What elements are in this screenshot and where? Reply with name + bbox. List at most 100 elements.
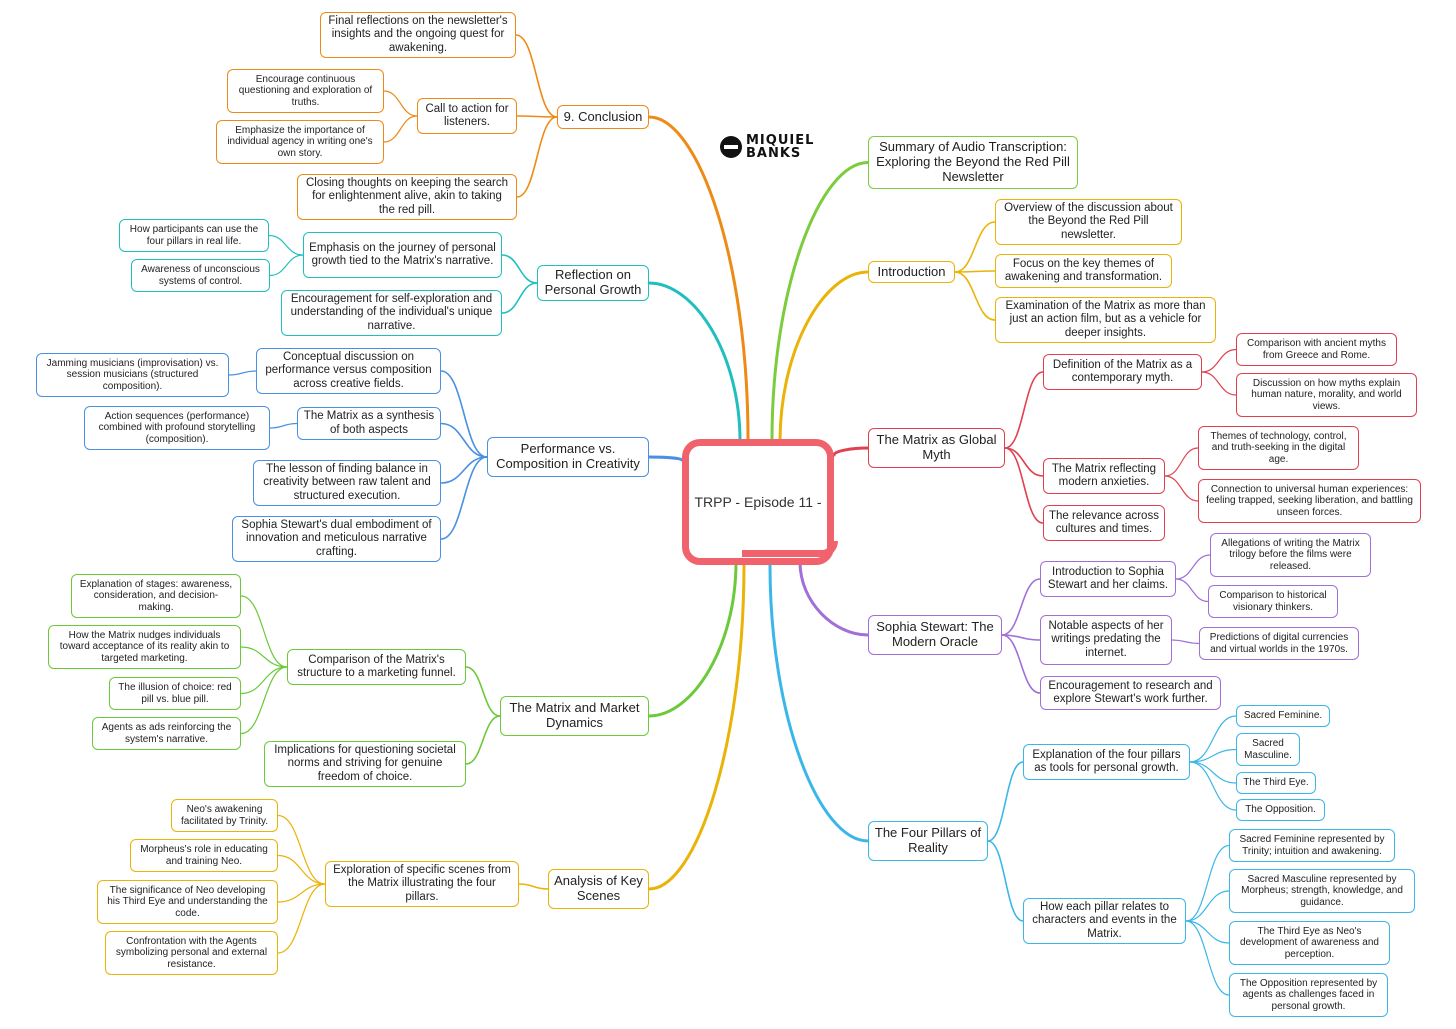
- connector-line: [1004, 371, 1044, 449]
- topic-label: Comparison to historical visionary think…: [1219, 590, 1327, 613]
- topic-allegations-of-writing-the-matrix-trilog[interactable]: Allegations of writing the Matrix trilog…: [1210, 533, 1371, 577]
- topic-label: Comparison of the Matrix's structure to …: [297, 653, 456, 679]
- connector-line: [954, 221, 996, 273]
- connector-line: [987, 840, 1024, 922]
- topic-conceptual-discussion-on-performance-ver[interactable]: Conceptual discussion on performance ver…: [256, 348, 441, 394]
- branch-the-four-pillars-of-reality[interactable]: The Four Pillars of Reality: [868, 821, 988, 861]
- branch-summary-of-audio-transcription-exploring[interactable]: Summary of Audio Transcription: Explorin…: [868, 136, 1078, 189]
- topic-encouragement-for-self-exploration-and-u[interactable]: Encouragement for self-exploration and u…: [281, 290, 502, 336]
- root-topic-label: TRPP - Episode 11 -: [694, 494, 822, 510]
- topic-action-sequences-performance-combined-wi[interactable]: Action sequences (performance) combined …: [84, 406, 270, 450]
- topic-encourage-continuous-questioning-and-exp[interactable]: Encourage continuous questioning and exp…: [227, 69, 384, 113]
- topic-jamming-musicians-improvisation-vs-sessi[interactable]: Jamming musicians (improvisation) vs. se…: [36, 353, 229, 397]
- topic-label: Closing thoughts on keeping the search f…: [305, 177, 509, 216]
- topic-call-to-action-for-listeners[interactable]: Call to action for listeners.: [417, 98, 517, 134]
- branch-introduction[interactable]: Introduction: [868, 261, 955, 283]
- topic-encouragement-to-research-and-explore-st[interactable]: Encouragement to research and explore St…: [1040, 676, 1221, 710]
- topic-neo-s-awakening-facilitated-by-trinity[interactable]: Neo's awakening facilitated by Trinity.: [171, 799, 278, 832]
- topic-label: Predictions of digital currencies and vi…: [1209, 632, 1349, 655]
- topic-label: Notable aspects of her writings predatin…: [1048, 620, 1164, 659]
- topic-explanation-of-the-four-pillars-as-tools[interactable]: Explanation of the four pillars as tools…: [1023, 744, 1190, 780]
- topic-themes-of-technology-control-and-truth-s[interactable]: Themes of technology, control, and truth…: [1198, 426, 1359, 470]
- branch-9-conclusion[interactable]: 9. Conclusion: [557, 105, 649, 129]
- topic-final-reflections-on-the-newsletter-s-in[interactable]: Final reflections on the newsletter's in…: [320, 12, 516, 58]
- brand-logo-icon: [720, 136, 742, 158]
- topic-focus-on-the-key-themes-of-awakening-and[interactable]: Focus on the key themes of awakening and…: [995, 254, 1172, 288]
- topic-notable-aspects-of-her-writings-predatin[interactable]: Notable aspects of her writings predatin…: [1040, 615, 1172, 665]
- topic-label: Encouragement for self-exploration and u…: [290, 293, 493, 332]
- topic-the-matrix-as-a-synthesis-of-both-aspect[interactable]: The Matrix as a synthesis of both aspect…: [297, 407, 441, 440]
- topic-comparison-with-ancient-myths-from-greec[interactable]: Comparison with ancient myths from Greec…: [1236, 333, 1397, 366]
- topic-label: The Opposition represented by agents as …: [1239, 977, 1378, 1012]
- connector-line: [440, 456, 488, 484]
- topic-discussion-on-how-myths-explain-human-na[interactable]: Discussion on how myths explain human na…: [1236, 373, 1417, 417]
- topic-sacred-feminine-represented-by-trinity-i[interactable]: Sacred Feminine represented by Trinity; …: [1229, 829, 1395, 862]
- topic-exploration-of-specific-scenes-from-the-[interactable]: Exploration of specific scenes from the …: [325, 861, 519, 907]
- topic-explanation-of-stages-awareness-consider[interactable]: Explanation of stages: awareness, consid…: [71, 574, 241, 618]
- connector-line: [1185, 890, 1230, 922]
- topic-the-opposition[interactable]: The Opposition.: [1236, 799, 1325, 821]
- topic-awareness-of-unconscious-systems-of-cont[interactable]: Awareness of unconscious systems of cont…: [131, 259, 270, 292]
- branch-sophia-stewart-the-modern-oracle[interactable]: Sophia Stewart: The Modern Oracle: [868, 615, 1002, 655]
- topic-the-opposition-represented-by-agents-as-[interactable]: The Opposition represented by agents as …: [1229, 973, 1388, 1017]
- connector-line: [987, 761, 1024, 842]
- branch-reflection-on-personal-growth[interactable]: Reflection on Personal Growth: [537, 265, 649, 301]
- topic-label: Confrontation with the Agents symbolizin…: [115, 935, 268, 970]
- root-topic[interactable]: TRPP - Episode 11 -: [682, 439, 834, 565]
- connector-line: [277, 883, 326, 903]
- topic-the-significance-of-neo-developing-his-t[interactable]: The significance of Neo developing his T…: [97, 880, 278, 924]
- topic-sacred-masculine-represented-by-morpheus[interactable]: Sacred Masculine represented by Morpheus…: [1229, 869, 1415, 913]
- topic-how-the-matrix-nudges-individuals-toward[interactable]: How the Matrix nudges individuals toward…: [48, 625, 241, 669]
- connector-line: [1185, 920, 1230, 996]
- topic-overview-of-the-discussion-about-the-bey[interactable]: Overview of the discussion about the Bey…: [995, 199, 1182, 245]
- connector-line: [1185, 920, 1230, 944]
- topic-label: Introduction to Sophia Stewart and her c…: [1047, 565, 1169, 591]
- topic-emphasize-the-importance-of-individual-a[interactable]: Emphasize the importance of individual a…: [216, 120, 384, 164]
- topic-the-third-eye-as-neo-s-development-of-aw[interactable]: The Third Eye as Neo's development of aw…: [1229, 921, 1390, 965]
- logo-line-1: MIQUIEL: [746, 133, 815, 148]
- topic-sacred-feminine[interactable]: Sacred Feminine.: [1236, 705, 1330, 727]
- branch-the-matrix-as-global-myth[interactable]: The Matrix as Global Myth: [868, 428, 1005, 468]
- branch-performance-vs-composition-in-creativity[interactable]: Performance vs. Composition in Creativit…: [487, 437, 649, 477]
- topic-comparison-to-historical-visionary-think[interactable]: Comparison to historical visionary think…: [1208, 585, 1338, 618]
- topic-emphasis-on-the-journey-of-personal-grow[interactable]: Emphasis on the journey of personal grow…: [303, 232, 502, 278]
- topic-the-lesson-of-finding-balance-in-creativ[interactable]: The lesson of finding balance in creativ…: [253, 460, 441, 506]
- topic-closing-thoughts-on-keeping-the-search-f[interactable]: Closing thoughts on keeping the search f…: [297, 174, 517, 220]
- topic-label: Action sequences (performance) combined …: [98, 410, 256, 445]
- topic-sacred-masculine[interactable]: Sacred Masculine.: [1236, 733, 1300, 766]
- topic-the-relevance-across-cultures-and-times[interactable]: The relevance across cultures and times.: [1043, 505, 1165, 541]
- main-branch-line: [647, 455, 684, 462]
- topic-the-matrix-reflecting-modern-anxieties[interactable]: The Matrix reflecting modern anxieties.: [1043, 458, 1165, 494]
- topic-label: Morpheus's role in educating and trainin…: [140, 844, 268, 867]
- branch-the-matrix-and-market-dynamics[interactable]: The Matrix and Market Dynamics: [500, 696, 649, 736]
- topic-agents-as-ads-reinforcing-the-system-s-n[interactable]: Agents as ads reinforcing the system's n…: [92, 717, 241, 750]
- topic-connection-to-universal-human-experience[interactable]: Connection to universal human experience…: [1198, 479, 1421, 523]
- topic-label: The illusion of choice: red pill vs. blu…: [118, 682, 232, 705]
- topic-how-participants-can-use-the-four-pillar[interactable]: How participants can use the four pillar…: [119, 219, 269, 252]
- topic-predictions-of-digital-currencies-and-vi[interactable]: Predictions of digital currencies and vi…: [1199, 627, 1359, 660]
- topic-morpheus-s-role-in-educating-and-trainin[interactable]: Morpheus's role in educating and trainin…: [130, 839, 278, 872]
- topic-label: The Matrix reflecting modern anxieties.: [1051, 462, 1157, 488]
- topic-label: Definition of the Matrix as a contempora…: [1052, 358, 1193, 384]
- topic-label: Overview of the discussion about the Bey…: [1004, 202, 1173, 241]
- topic-examination-of-the-matrix-as-more-than-j[interactable]: Examination of the Matrix as more than j…: [995, 297, 1216, 343]
- topic-the-third-eye[interactable]: The Third Eye.: [1236, 772, 1316, 794]
- main-branch-line: [770, 161, 870, 442]
- topic-confrontation-with-the-agents-symbolizin[interactable]: Confrontation with the Agents symbolizin…: [105, 931, 278, 975]
- topic-label: Emphasize the importance of individual a…: [227, 124, 373, 159]
- topic-definition-of-the-matrix-as-a-contempora[interactable]: Definition of the Matrix as a contempora…: [1043, 354, 1202, 390]
- topic-label: Summary of Audio Transcription: Explorin…: [876, 139, 1070, 184]
- connector-line: [228, 370, 257, 376]
- topic-introduction-to-sophia-stewart-and-her-c[interactable]: Introduction to Sophia Stewart and her c…: [1040, 561, 1176, 597]
- topic-how-each-pillar-relates-to-characters-an[interactable]: How each pillar relates to characters an…: [1023, 898, 1186, 944]
- connector-line: [465, 715, 501, 765]
- topic-label: The Third Eye.: [1243, 777, 1309, 789]
- topic-label: The Opposition.: [1245, 804, 1316, 816]
- connector-line: [269, 254, 304, 277]
- branch-analysis-of-key-scenes[interactable]: Analysis of Key Scenes: [548, 869, 649, 909]
- topic-the-illusion-of-choice-red-pill-vs-blue-[interactable]: The illusion of choice: red pill vs. blu…: [109, 677, 241, 710]
- topic-comparison-of-the-matrix-s-structure-to-[interactable]: Comparison of the Matrix's structure to …: [287, 649, 466, 685]
- main-branch-line: [647, 281, 742, 443]
- topic-implications-for-questioning-societal-no[interactable]: Implications for questioning societal no…: [264, 741, 466, 787]
- topic-sophia-stewart-s-dual-embodiment-of-inno[interactable]: Sophia Stewart's dual embodiment of inno…: [232, 516, 441, 562]
